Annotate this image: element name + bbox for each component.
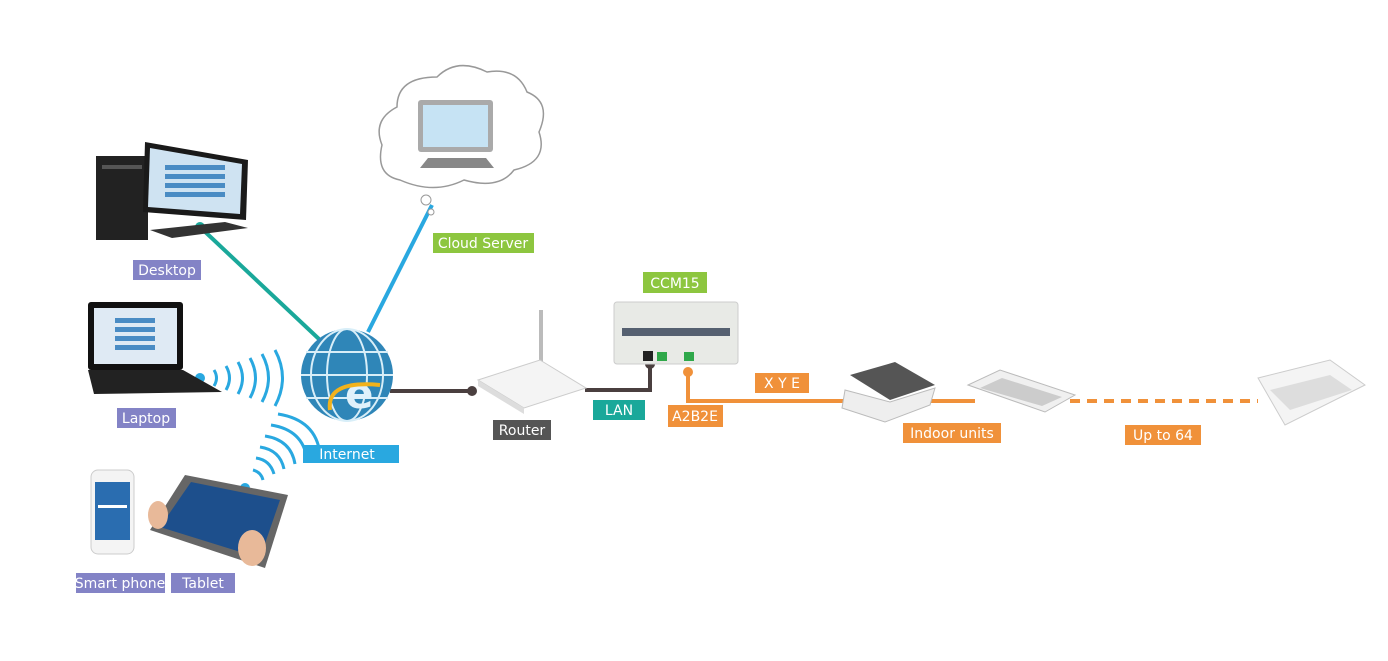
cloud-server-icon (378, 64, 545, 216)
svg-text:Internet: Internet (319, 447, 375, 463)
svg-text:Laptop: Laptop (122, 411, 170, 427)
desktop-label: Desktop (133, 260, 201, 280)
ccm15-label: CCM15 (643, 272, 707, 293)
internet-label: Internet (303, 445, 399, 463)
indoor-unit-cassette-icon (841, 362, 936, 423)
tablet-icon (148, 475, 288, 568)
indoor-units-label: Indoor units (903, 423, 1001, 443)
svg-text:Up to 64: Up to 64 (1133, 428, 1193, 444)
ccm15-controller-icon (613, 301, 739, 365)
desktop-internet-link (198, 225, 322, 342)
router-label: Router (493, 420, 551, 440)
xye-label: X Y E (755, 373, 809, 393)
cloud-internet-link (366, 204, 434, 333)
a2b2e-connector-dot (683, 367, 693, 377)
lan-link (585, 362, 652, 392)
svg-text:A2B2E: A2B2E (672, 409, 718, 425)
indoor-unit-wall-icon (1257, 359, 1366, 426)
up-to-64-label: Up to 64 (1125, 425, 1201, 445)
cloud-server-label: Cloud Server (433, 233, 534, 253)
svg-text:Cloud Server: Cloud Server (438, 236, 529, 252)
svg-text:X Y E: X Y E (764, 376, 800, 392)
desktop-computer-icon (96, 142, 248, 240)
laptop-label: Laptop (117, 408, 176, 428)
lan-label: LAN (593, 400, 645, 420)
svg-text:Desktop: Desktop (138, 263, 196, 279)
svg-text:e: e (345, 369, 374, 418)
laptop-wifi-waves-icon (195, 349, 284, 407)
router-connector-dot (467, 386, 477, 396)
svg-text:Indoor units: Indoor units (910, 426, 994, 442)
svg-text:CCM15: CCM15 (650, 276, 699, 292)
svg-text:Router: Router (499, 423, 546, 439)
svg-text:LAN: LAN (605, 403, 633, 419)
svg-text:Smart phone: Smart phone (75, 576, 166, 592)
svg-text:Tablet: Tablet (181, 576, 224, 592)
a2b2e-label: A2B2E (668, 405, 723, 427)
laptop-icon (88, 302, 222, 394)
tablet-label: Tablet (171, 573, 235, 593)
internet-globe-icon: e (301, 328, 393, 422)
router-icon (476, 310, 588, 414)
smart-phone-label: Smart phone (75, 573, 166, 593)
a2b2e-link (686, 372, 850, 403)
indoor-unit-ceiling-icon (966, 369, 1077, 413)
smart-phone-icon (90, 469, 135, 555)
